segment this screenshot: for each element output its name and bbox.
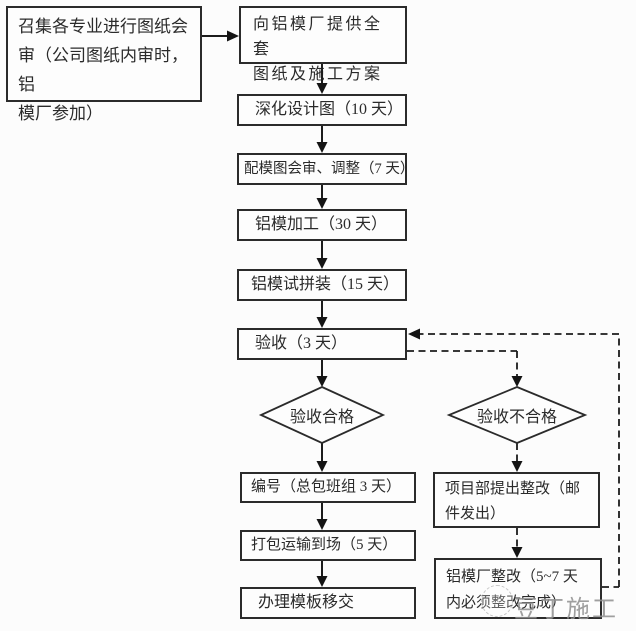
flow-node-pack-transport: 打包运输到场（5 天） xyxy=(240,530,416,561)
watermark-text: 豆丁施工 xyxy=(514,597,618,623)
arrowhead-return-to-acceptance xyxy=(408,328,420,340)
diamond-pass-text: 验收合格 xyxy=(289,409,354,426)
flow-node-factory-rectification-line1: 铝模厂整改（5~7 天 xyxy=(446,569,578,585)
flow-node-rectification-request-line1: 项目部提出整改（邮 xyxy=(445,481,581,497)
arrowhead-acceptance-to-pass xyxy=(316,376,328,387)
dashed-connectors xyxy=(407,333,620,588)
flow-node-rectification-request: 项目部提出整改（邮 件发出） xyxy=(433,472,600,528)
flow-node-pack-transport-label: 打包运输到场（5 天） xyxy=(251,536,398,553)
flow-node-provide-drawings: 向铝模厂提供全套 图纸及施工方案 xyxy=(239,6,407,83)
flow-node-handover: 办理模板移交 xyxy=(240,587,416,619)
arrowhead-transport-to-handover xyxy=(316,576,328,587)
arrowhead-fabrication-to-trial xyxy=(316,258,328,269)
flow-node-formwork-layout-review: 配模图会审、调整（7 天） xyxy=(237,153,414,185)
flow-node-detail-design: 深化设计图（10 天） xyxy=(237,94,407,126)
flow-node-trial-assembly: 铝模试拼装（15 天） xyxy=(237,269,407,301)
flow-node-fabrication: 铝模加工（30 天） xyxy=(237,209,407,241)
flow-node-acceptance-label: 验收（3 天） xyxy=(255,334,348,352)
diamond-pass-label: 验收合格 xyxy=(261,388,383,442)
diamond-fail-label: 验收不合格 xyxy=(449,388,585,442)
arrowhead-convene-to-provide xyxy=(227,30,239,42)
arrowhead-pass-to-numbering xyxy=(316,461,328,472)
flow-node-provide-drawings-line1: 向铝模厂提供全套 xyxy=(253,16,383,58)
arrowhead-review-to-fabrication xyxy=(316,198,328,209)
flow-node-acceptance: 验收（3 天） xyxy=(237,328,407,360)
flow-node-rectification-request-line2: 件发出） xyxy=(445,506,506,522)
flow-node-detail-design-label: 深化设计图（10 天） xyxy=(255,100,404,118)
flow-node-trial-assembly-label: 铝模试拼装（15 天） xyxy=(251,275,400,293)
arrowhead-numbering-to-transport xyxy=(316,519,328,530)
flow-node-convene-review-line1: 召集各专业进行图纸会 xyxy=(18,17,188,36)
flow-node-factory-rectification: 铝模厂整改（5~7 天 内必须整改完成） xyxy=(434,558,602,619)
flow-node-handover-label: 办理模板移交 xyxy=(258,593,355,611)
flow-node-provide-drawings-line2: 图纸及施工方案 xyxy=(253,66,383,83)
flow-node-formwork-layout-review-label: 配模图会审、调整（7 天） xyxy=(244,160,415,177)
flow-node-convene-review: 召集各专业进行图纸会 审（公司图纸内审时，铝 模厂参加） xyxy=(6,6,202,123)
watermark-stamp-circle xyxy=(481,585,513,617)
arrowhead-request-to-factory xyxy=(511,547,523,558)
flow-node-numbering: 编号（总包班组 3 天） xyxy=(240,472,416,503)
arrowhead-design-to-review xyxy=(316,142,328,153)
flow-node-convene-review-line2: 审（公司图纸内审时，铝 xyxy=(18,46,188,94)
arrowhead-fail-to-request xyxy=(511,461,523,472)
flow-node-numbering-label: 编号（总包班组 3 天） xyxy=(251,478,402,495)
flow-node-fabrication-label: 铝模加工（30 天） xyxy=(255,215,388,233)
arrowhead-into-fail-diamond xyxy=(511,376,523,387)
arrowhead-trial-to-acceptance xyxy=(316,317,328,328)
diamond-fail-text: 验收不合格 xyxy=(476,409,557,426)
flow-node-convene-review-line3: 模厂参加） xyxy=(18,104,103,123)
